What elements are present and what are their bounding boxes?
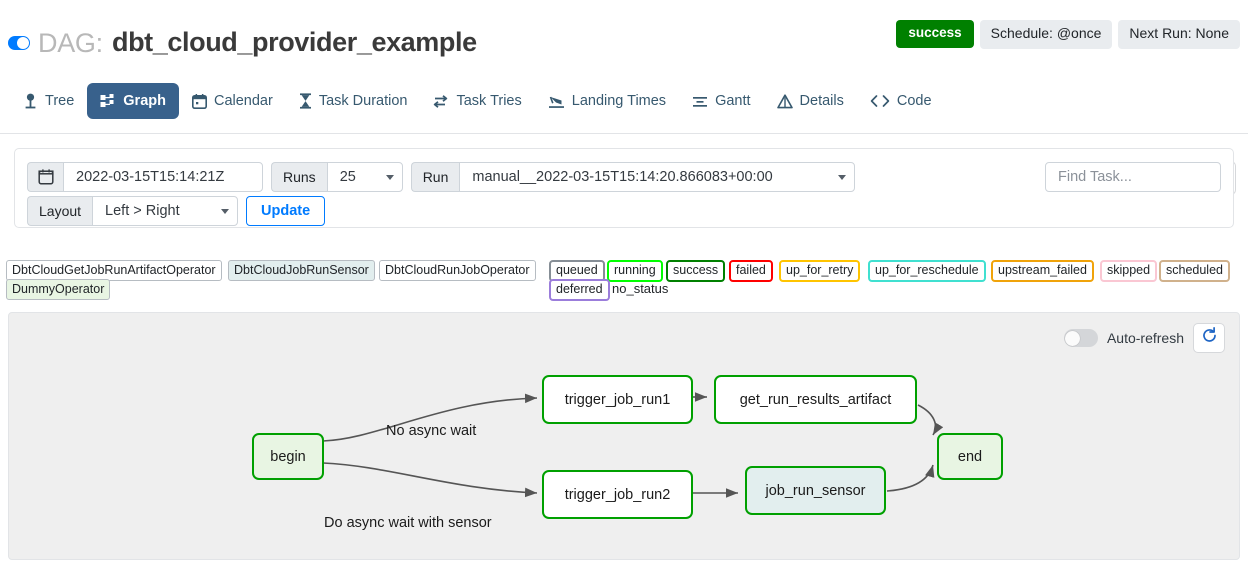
legend-state-up-for-reschedule[interactable]: up_for_reschedule [868, 260, 986, 282]
layout-group: Layout Left > Right [27, 196, 239, 226]
legend-state-running[interactable]: running [607, 260, 663, 282]
update-button[interactable]: Update [246, 196, 326, 226]
edge-label-do-async-wait-with-sensor: Do async wait with sensor [324, 515, 492, 531]
legend-state-failed[interactable]: failed [729, 260, 773, 282]
legend-state-success[interactable]: success [666, 260, 726, 282]
code-icon [870, 94, 890, 108]
tree-icon [23, 93, 38, 109]
dag-node-trigger-job-run1[interactable]: trigger_job_run1 [542, 375, 693, 424]
refresh-button[interactable] [1193, 323, 1225, 353]
chevron-down-icon [221, 208, 230, 214]
graph-icon [100, 93, 116, 109]
legend-state-queued[interactable]: queued [549, 260, 605, 282]
run-label: Run [410, 162, 460, 192]
run-group: Run manual__2022-03-15T15:14:20.866083+0… [410, 162, 856, 192]
edge-label-no-async-wait: No async wait [386, 423, 477, 439]
dag-node-begin[interactable]: begin [252, 433, 324, 480]
dag-node-trigger-job-run2[interactable]: trigger_job_run2 [542, 470, 693, 519]
tab-calendar-label: Calendar [213, 93, 273, 109]
tab-landing-times[interactable]: Landing Times [535, 83, 679, 119]
layout-label: Layout [27, 196, 93, 226]
calendar-icon[interactable] [27, 162, 63, 192]
tab-tree[interactable]: Tree [10, 83, 87, 119]
legend-state-skipped[interactable]: skipped [1100, 260, 1158, 282]
tab-code-label: Code [896, 93, 932, 109]
tab-task-tries[interactable]: Task Tries [420, 83, 534, 119]
auto-refresh-toggle[interactable] [1063, 329, 1098, 347]
tab-calendar[interactable]: Calendar [179, 83, 286, 119]
tab-code[interactable]: Code [857, 83, 945, 119]
legend-operator-dbtcloudgetjobrunartifactoperator[interactable]: DbtCloudGetJobRunArtifactOperator [6, 260, 222, 282]
tab-gantt-label: Gantt [715, 93, 751, 109]
header-pill-group: success Schedule: @once Next Run: None [896, 20, 1240, 49]
runs-select-value: 25 [339, 169, 356, 185]
runs-group: Runs 25 [271, 162, 403, 192]
execution-date-input[interactable]: 2022-03-15T15:14:21Z [63, 162, 263, 192]
tab-graph[interactable]: Graph [87, 83, 179, 119]
legend-state-deferred[interactable]: deferred [549, 279, 610, 301]
legend-state-scheduled[interactable]: scheduled [1159, 260, 1230, 282]
page-title: dbt_cloud_provider_example [112, 27, 477, 57]
triangle-icon [776, 93, 793, 109]
status-badge: success [896, 20, 974, 49]
legend-operator-dummyoperator[interactable]: DummyOperator [6, 279, 111, 301]
schedule-pill: Schedule: @once [979, 20, 1113, 49]
filter-row-bottom: Layout Left > Right Update [27, 196, 326, 226]
runs-select[interactable]: 25 [326, 162, 403, 192]
layout-select-value: Left > Right [105, 203, 180, 219]
execution-date-group: 2022-03-15T15:14:21Z [27, 162, 263, 192]
dag-pause-toggle-knob [17, 37, 29, 49]
legend-operator-dbtcloudjobrunsensor[interactable]: DbtCloudJobRunSensor [228, 260, 375, 282]
auto-refresh-label: Auto-refresh [1106, 330, 1184, 346]
dag-node-job-run-sensor[interactable]: job_run_sensor [745, 466, 886, 515]
layout-select[interactable]: Left > Right [92, 196, 239, 226]
hourglass-icon [299, 93, 312, 109]
legend-state-up-for-retry[interactable]: up_for_retry [779, 260, 861, 282]
auto-refresh-area: Auto-refresh [1063, 323, 1225, 353]
view-tabbar: Tree Graph Calendar Task Duration [0, 72, 1248, 195]
tab-task-tries-label: Task Tries [456, 93, 522, 109]
refresh-icon [1201, 327, 1218, 349]
chevron-down-icon [385, 174, 394, 180]
dag-pause-toggle[interactable] [8, 36, 30, 50]
next-run-pill: Next Run: None [1118, 20, 1240, 49]
tab-details-label: Details [799, 93, 844, 109]
tab-details[interactable]: Details [764, 83, 857, 119]
page-header: DAG: dbt_cloud_provider_example success … [0, 0, 1248, 72]
tab-task-duration-label: Task Duration [318, 93, 408, 109]
tab-task-duration[interactable]: Task Duration [286, 83, 421, 119]
legend-state-upstream-failed[interactable]: upstream_failed [991, 260, 1094, 282]
calendar-icon [191, 93, 207, 109]
run-select[interactable]: manual__2022-03-15T15:14:20.866083+00:00 [459, 162, 856, 192]
dag-label: DAG: [38, 28, 103, 58]
filter-bar: 2022-03-15T15:14:21Z Runs 25 Run manual_… [14, 148, 1234, 228]
filter-row-top: 2022-03-15T15:14:21Z Runs 25 Run manual_… [27, 162, 863, 192]
dag-node-end[interactable]: end [937, 433, 1003, 480]
run-select-value: manual__2022-03-15T15:14:20.866083+00:00 [472, 169, 773, 185]
auto-refresh-toggle-knob [1065, 330, 1081, 346]
tab-tree-label: Tree [45, 93, 75, 109]
tab-list: Tree Graph Calendar Task Duration [10, 83, 945, 119]
legend-operator-dbtcloudrunjoboperator[interactable]: DbtCloudRunJobOperator [379, 260, 536, 282]
dag-node-get-run-results-artifact[interactable]: get_run_results_artifact [714, 375, 917, 424]
runs-label: Runs [271, 162, 327, 192]
tab-landing-times-label: Landing Times [571, 93, 667, 109]
retry-icon [433, 94, 449, 109]
gantt-icon [692, 94, 708, 109]
chevron-down-icon [838, 174, 847, 180]
legend-state-no-status: no_status [612, 281, 669, 296]
dag-graph-panel: Auto-refresh [8, 312, 1240, 560]
tab-gantt[interactable]: Gantt [679, 83, 763, 119]
legend-bar: DbtCloudGetJobRunArtifactOperator DbtClo… [0, 258, 1248, 308]
dag-edges [322, 392, 944, 498]
find-task-input[interactable]: Find Task... [1045, 162, 1221, 192]
landing-icon [548, 94, 565, 109]
tab-graph-label: Graph [123, 93, 166, 109]
